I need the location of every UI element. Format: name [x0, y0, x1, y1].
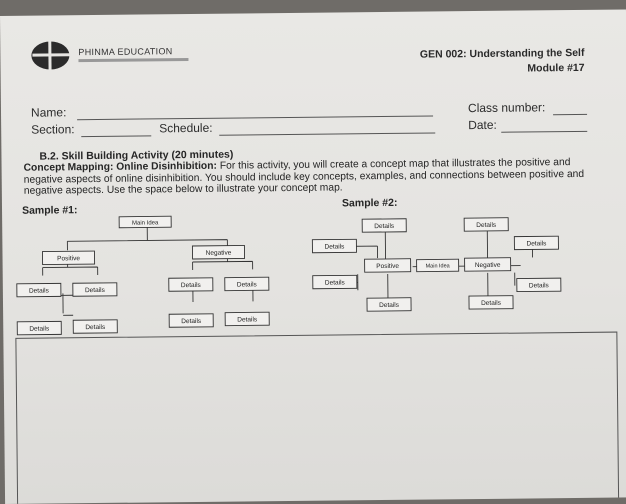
sample-1-detail-text: Details	[181, 318, 202, 325]
sample-1-detail-text: Details	[181, 282, 202, 289]
sample-2-detail-text: Details	[529, 282, 550, 289]
sample-1-detail-node: Details	[168, 313, 214, 328]
sample-2-positive-node: Positive	[364, 258, 412, 273]
sample-1-detail-text: Details	[29, 287, 50, 294]
sample-1-detail-text: Details	[237, 281, 258, 288]
sample-2-detail-text: Details	[481, 300, 502, 307]
sample-2-detail-node: Details	[463, 217, 509, 232]
sample-2-detail-text: Details	[324, 243, 345, 250]
sample-2-negative-node: Negative	[464, 257, 512, 272]
sample-1-detail-text: Details	[85, 287, 106, 294]
sample-2-detail-text: Details	[526, 240, 547, 247]
sample-2-detail-text: Details	[476, 222, 497, 229]
concept-map-samples: Main Idea Positive Negative Details Deta…	[16, 215, 562, 336]
sample-2-detail-node: Details	[468, 295, 514, 310]
worksheet-page: PHINMA EDUCATION GEN 002: Understanding …	[0, 9, 626, 504]
sample-1-positive-node: Positive	[42, 250, 96, 266]
sample-1-detail-text: Details	[85, 324, 106, 331]
sample-1-detail-text: Details	[29, 325, 50, 332]
sample-1-detail-node: Details	[72, 282, 118, 297]
sample-1-detail-node: Details	[72, 319, 118, 334]
sample-1-main-text: Main Idea	[132, 220, 159, 226]
sample-1-detail-node: Details	[16, 282, 62, 298]
sample-1-detail-text: Details	[237, 316, 258, 323]
sample-2-detail-node: Details	[311, 238, 357, 254]
sample-1-main-node: Main Idea	[118, 215, 172, 229]
sample-1-detail-node: Details	[16, 320, 62, 336]
sample-2-negative-text: Negative	[475, 262, 501, 269]
sample-2-detail-node: Details	[516, 277, 562, 293]
sample-1-detail-node: Details	[168, 277, 214, 292]
sample-1-negative-node: Negative	[191, 244, 246, 260]
sample-1-positive-text: Positive	[57, 255, 80, 262]
sample-1-negative-text: Negative	[206, 250, 232, 257]
sample-2-main-node: Main Idea	[416, 258, 460, 273]
sample-2-detail-node: Details	[361, 218, 407, 233]
concept-map-answer-box[interactable]	[15, 331, 620, 504]
sample-2-detail-text: Details	[325, 279, 346, 286]
sample-2-detail-text: Details	[379, 302, 400, 309]
sample-2-detail-node: Details	[366, 297, 412, 312]
sample-2-detail-node: Details	[513, 235, 559, 251]
sample-2-positive-text: Positive	[376, 263, 399, 270]
sample-1-detail-node: Details	[224, 276, 270, 292]
phinma-logo-icon	[31, 41, 71, 70]
sample-2-detail-text: Details	[374, 223, 395, 230]
sample-1-detail-node: Details	[224, 311, 270, 327]
sample-2-main-text: Main Idea	[426, 263, 451, 269]
sample-2-detail-node: Details	[312, 274, 358, 290]
